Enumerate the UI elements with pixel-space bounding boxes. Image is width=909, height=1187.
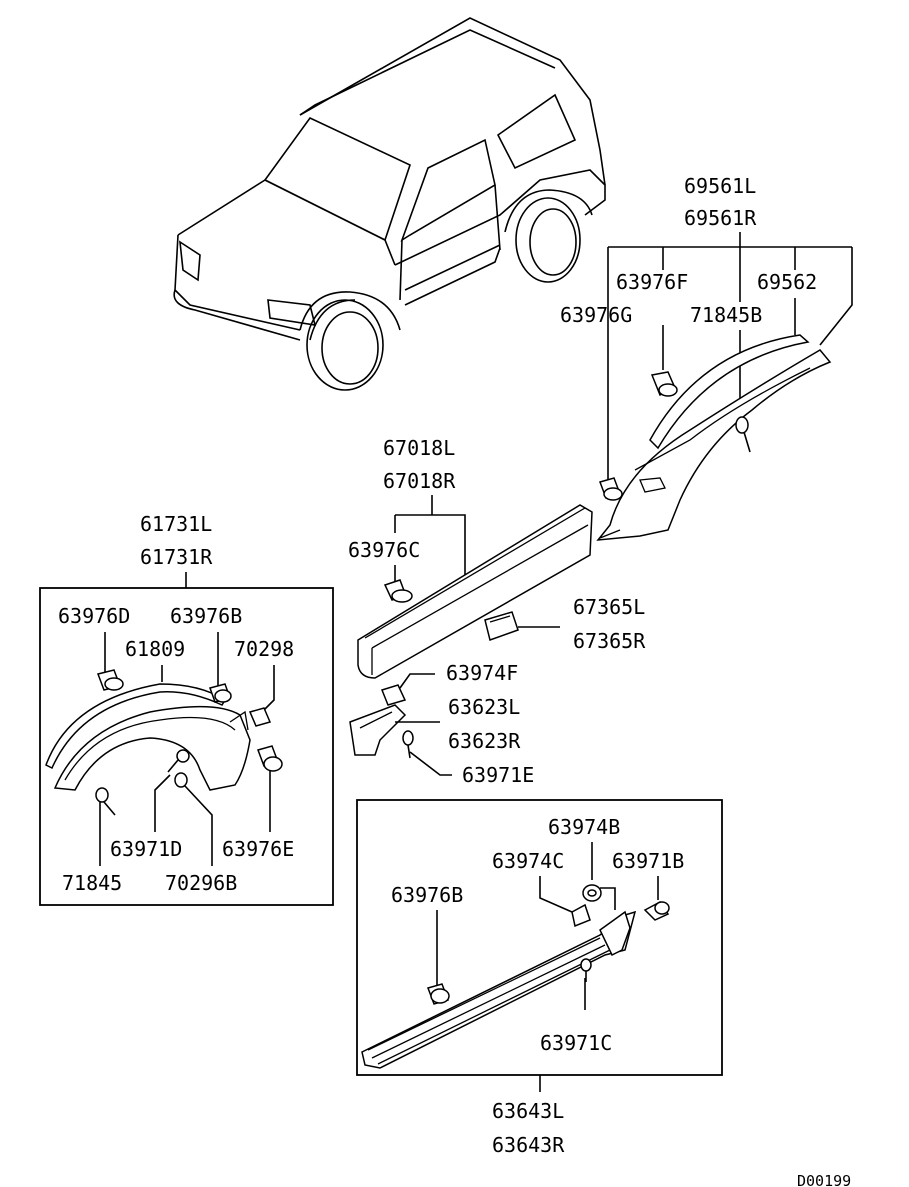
label-69562: 69562	[757, 270, 817, 294]
label-63974F: 63974F	[446, 661, 518, 685]
label-69561L: 69561L	[684, 174, 756, 198]
door-moulding-assembly: 67018L 67018R 63976C 67365L 67365R 63974…	[348, 436, 646, 787]
label-63974B: 63974B	[548, 815, 620, 839]
clip-63974F-icon	[381, 684, 407, 706]
clip-63976G-icon	[599, 477, 623, 501]
label-63976B-low: 63976B	[391, 883, 463, 907]
label-61809: 61809	[125, 637, 185, 661]
label-70298: 70298	[234, 637, 294, 661]
nut-70298-icon	[248, 707, 272, 727]
front-fender-box	[39, 587, 334, 906]
label-63974C: 63974C	[492, 849, 564, 873]
label-63971E: 63971E	[462, 763, 534, 787]
clip-63974C-icon	[571, 903, 591, 928]
vehicle-illustration	[173, 17, 606, 391]
label-63976E: 63976E	[222, 837, 294, 861]
label-63976D: 63976D	[58, 604, 130, 628]
clip-63976C-icon	[383, 579, 413, 603]
bracket-67365-icon	[484, 611, 519, 641]
diagram-code: D00199	[797, 1172, 851, 1187]
label-63976G: 63976G	[560, 303, 632, 327]
label-67365R: 67365R	[573, 629, 646, 653]
label-63971B: 63971B	[612, 849, 684, 873]
screw-63971E-icon	[402, 730, 414, 759]
rear-fender-assembly: 69561L 69561R 63976F 69562 63976G 71845B	[560, 174, 853, 541]
clip-63976E-icon	[257, 745, 283, 772]
label-63976F: 63976F	[616, 270, 688, 294]
clip-63974B-icon	[582, 884, 602, 902]
screw-71845B-icon	[735, 416, 751, 453]
label-63976B-top: 63976B	[170, 604, 242, 628]
screw-63971C-icon	[580, 958, 592, 982]
label-63971D: 63971D	[110, 837, 182, 861]
label-63623R: 63623R	[448, 729, 521, 753]
label-67365L: 67365L	[573, 595, 645, 619]
label-67018R: 67018R	[383, 469, 456, 493]
clip-63976F-icon	[650, 371, 678, 397]
label-61731R: 61731R	[140, 545, 213, 569]
clip-63976B-lower-icon	[427, 983, 450, 1005]
label-63643R: 63643R	[492, 1133, 565, 1157]
label-71845: 71845	[62, 871, 122, 895]
screw-63971D-icon	[167, 749, 190, 773]
label-70296B: 70296B	[165, 871, 237, 895]
front-fender-assembly: 61731L 61731R 63976D 63976B 61809 70298	[39, 512, 334, 906]
screw-70296B-icon	[174, 772, 188, 788]
bracket-63623-icon	[349, 704, 407, 756]
clip-63976D-icon	[97, 669, 124, 691]
label-71845B: 71845B	[690, 303, 762, 327]
label-63623L: 63623L	[448, 695, 520, 719]
side-sill-assembly: 63974B 63974C 63971B 63976B	[356, 799, 723, 1157]
label-61731L: 61731L	[140, 512, 212, 536]
label-69561R: 69561R	[684, 206, 757, 230]
label-63976C: 63976C	[348, 538, 420, 562]
clip-63971B-icon	[643, 901, 670, 921]
label-67018L: 67018L	[383, 436, 455, 460]
screw-71845-icon	[95, 787, 116, 816]
clip-63976B-icon	[209, 683, 232, 703]
label-63643L: 63643L	[492, 1099, 564, 1123]
label-63971C: 63971C	[540, 1031, 612, 1055]
